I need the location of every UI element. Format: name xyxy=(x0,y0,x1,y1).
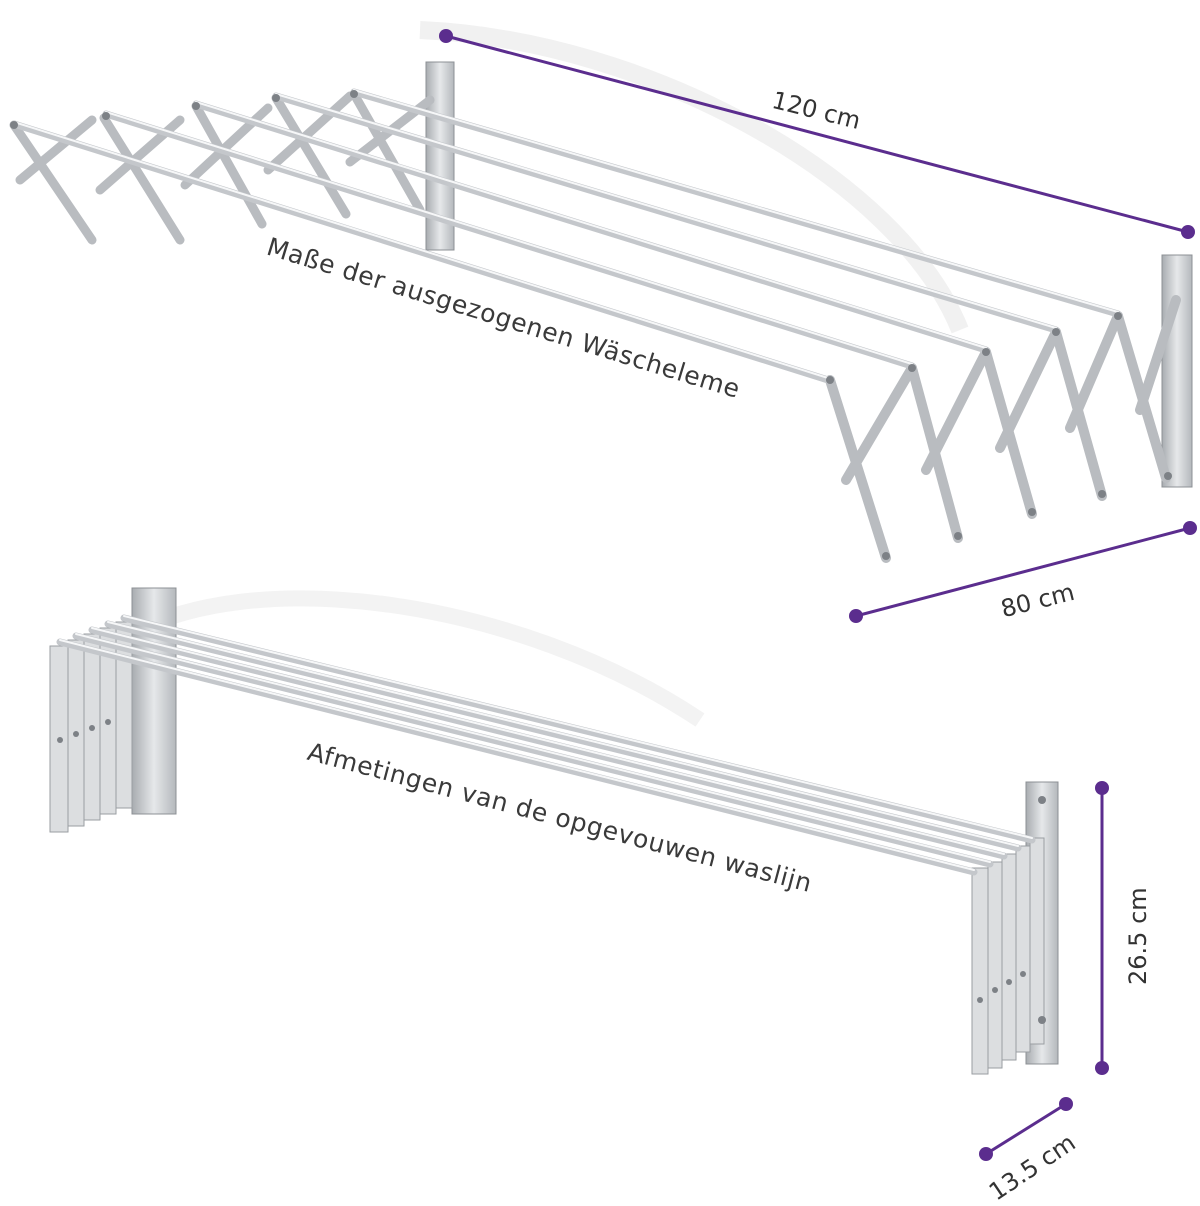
folded-rack xyxy=(49,587,1059,1075)
dimension-lines xyxy=(439,29,1197,1161)
folded-rods xyxy=(56,614,1036,876)
height-dimension-value: 26.5 cm xyxy=(1124,887,1152,985)
dimension-endpoint xyxy=(1181,225,1195,239)
folded-right-arms xyxy=(971,837,1045,1075)
length-dimension-line xyxy=(445,34,1189,234)
extended-rods xyxy=(10,88,1122,384)
dimension-endpoint xyxy=(1095,781,1109,795)
folded-depth-dimension-line xyxy=(985,1102,1067,1156)
rod-highlights xyxy=(13,89,1119,379)
right-wall-plate xyxy=(1161,254,1193,488)
dimension-endpoint xyxy=(849,609,863,623)
depth-dimension-line xyxy=(855,526,1191,618)
extended-rack xyxy=(9,61,1193,563)
folded-rivets xyxy=(57,719,1046,1024)
background-swoosh xyxy=(115,590,705,727)
dimension-endpoint xyxy=(1183,521,1197,535)
left-scissor-arms xyxy=(9,89,435,245)
right-scissor-arms xyxy=(825,295,1181,563)
rivets xyxy=(10,90,1172,560)
background-swoosh xyxy=(419,21,969,334)
dimension-endpoint xyxy=(439,29,453,43)
dimension-endpoint xyxy=(1059,1097,1073,1111)
dimension-endpoint xyxy=(979,1147,993,1161)
dimension-endpoint xyxy=(1095,1061,1109,1075)
folded-rod-highlights xyxy=(59,615,1033,871)
